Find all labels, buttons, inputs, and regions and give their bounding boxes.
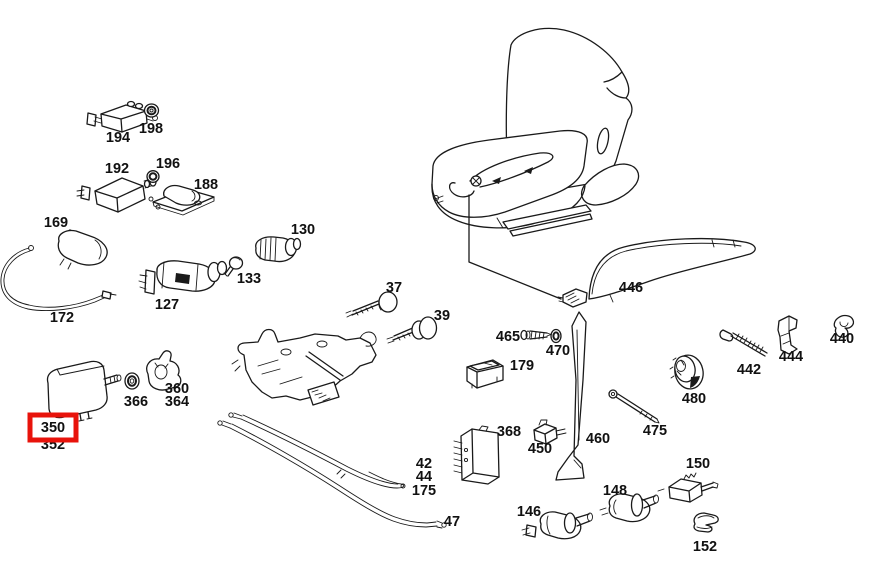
part-label-360[interactable]: 360	[165, 381, 189, 397]
part-188-drawing	[148, 184, 215, 216]
seat-illustration	[431, 27, 640, 300]
part-169-drawing	[57, 229, 108, 270]
part-label-39[interactable]: 39	[434, 308, 450, 324]
part-450-switch-drawing	[533, 419, 567, 445]
part-label-175[interactable]: 175	[412, 483, 436, 499]
part-labels: 194 198 192 196 188 169 172 127 133 130 37 39 465 470…	[41, 121, 854, 555]
part-148-drawing	[599, 493, 659, 523]
part-192-drawing	[76, 177, 157, 213]
part-446-drawing	[557, 237, 756, 308]
part-label-440[interactable]: 440	[830, 331, 854, 347]
part-133-drawing	[223, 256, 244, 277]
part-label-44[interactable]: 44	[416, 469, 432, 485]
part-label-450[interactable]: 450	[528, 441, 552, 457]
part-475-rod-drawing	[608, 389, 660, 424]
part-label-188[interactable]: 188	[194, 177, 218, 193]
part-360-364-knob-drawing	[146, 350, 182, 391]
part-442-spring-drawing	[719, 329, 768, 357]
part-440-clip-drawing	[833, 314, 855, 338]
part-label-152[interactable]: 152	[693, 539, 717, 555]
part-label-198[interactable]: 198	[139, 121, 163, 137]
part-179-rocker-switch-drawing	[466, 359, 504, 389]
part-label-179[interactable]: 179	[510, 358, 534, 374]
part-127-drawing	[138, 260, 228, 295]
part-198-grommet-drawing	[143, 103, 160, 118]
part-label-47[interactable]: 47	[444, 514, 460, 530]
part-194-drawing	[86, 100, 158, 133]
part-368-relay-drawing	[453, 425, 500, 485]
part-label-172[interactable]: 172	[50, 310, 74, 326]
part-152-clip-drawing	[693, 512, 719, 533]
part-label-130[interactable]: 130	[291, 222, 315, 238]
part-130-drawing	[255, 236, 302, 263]
part-label-42[interactable]: 42	[416, 456, 432, 472]
part-470-grommet-drawing	[550, 328, 562, 344]
part-label-192[interactable]: 192	[105, 161, 129, 177]
diagram-line-art	[0, 27, 855, 540]
part-label-465[interactable]: 465	[496, 329, 520, 345]
part-label-196[interactable]: 196	[156, 156, 180, 172]
part-37-drawing	[345, 291, 398, 318]
part-label-442[interactable]: 442	[737, 362, 761, 378]
selected-part-highlight-box	[27, 412, 79, 443]
part-146-drawing	[521, 511, 593, 540]
part-350-drawing	[46, 360, 122, 422]
part-label-148[interactable]: 148	[603, 483, 627, 499]
part-label-366[interactable]: 366	[124, 394, 148, 410]
part-label-37[interactable]: 37	[386, 280, 402, 296]
part-150-drawing	[657, 472, 719, 503]
part-label-460[interactable]: 460	[586, 431, 610, 447]
part-465-screw-drawing	[520, 329, 552, 341]
part-label-475[interactable]: 475	[643, 423, 667, 439]
part-label-480[interactable]: 480	[682, 391, 706, 407]
part-460-drawing	[555, 311, 587, 481]
part-196-grommet-drawing	[146, 170, 160, 183]
part-366-ring-drawing	[124, 372, 140, 390]
part-label-364[interactable]: 364	[165, 394, 189, 410]
part-label-169[interactable]: 169	[44, 215, 68, 231]
part-label-350[interactable]: 350	[41, 420, 65, 436]
part-label-470[interactable]: 470	[546, 343, 570, 359]
part-label-150[interactable]: 150	[686, 456, 710, 472]
part-label-194[interactable]: 194	[106, 130, 130, 146]
part-480-pulley-drawing	[669, 354, 704, 390]
part-444-clip-drawing	[777, 315, 798, 355]
part-label-444[interactable]: 444	[779, 349, 803, 365]
part-label-146[interactable]: 146	[517, 504, 541, 520]
column-bracket-drawing	[231, 328, 377, 406]
part-label-368[interactable]: 368	[497, 424, 521, 440]
part-172-cable-drawing	[0, 245, 117, 311]
part-label-127[interactable]: 127	[155, 297, 179, 313]
part-39-drawing	[386, 316, 438, 344]
cable-42-44-175-drawing	[228, 412, 406, 489]
part-label-446[interactable]: 446	[619, 280, 643, 296]
cable-47-drawing	[217, 420, 447, 529]
part-label-133[interactable]: 133	[237, 271, 261, 287]
